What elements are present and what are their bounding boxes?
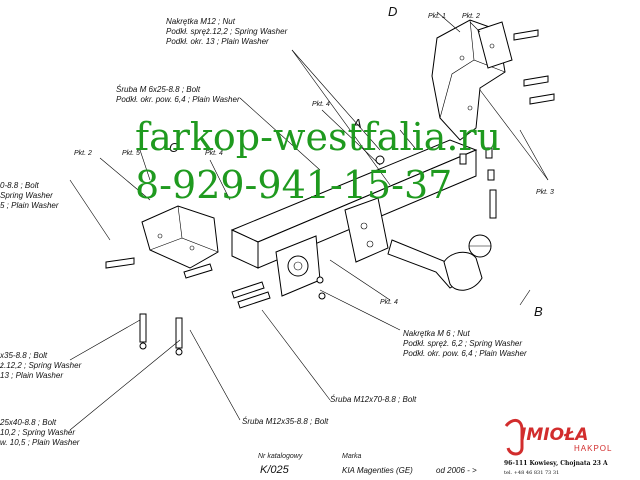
label-line: Podkł. okr. pow. 6,4 ; Plain Washer xyxy=(403,349,527,358)
label-line: 5 ; Plain Washer xyxy=(0,201,59,210)
label-bolt-m6: Śruba M 6x25-8.8 ; Bolt Podkł. okr. pow.… xyxy=(116,85,240,104)
label-pkt4-bottom: Pkt. 4 xyxy=(380,299,398,306)
catalog-caption: Nr katalogowy xyxy=(258,453,303,460)
company-logo: IMIOŁA xyxy=(520,425,588,445)
hook-logo-icon xyxy=(504,419,524,456)
label-line: Podkł. spręż. 6,2 ; Spring Washer xyxy=(403,339,522,348)
label-pkt5: Pkt. 5 xyxy=(122,150,140,157)
label-bolt-m12x70: Śruba M12x70-8.8 ; Bolt xyxy=(330,395,417,404)
letter-c: C xyxy=(169,140,179,155)
label-pkt2-left: Pkt. 2 xyxy=(74,150,92,157)
marka-caption: Marka xyxy=(342,453,362,460)
label-pkt4-left: Pkt. 4 xyxy=(205,150,223,157)
company-phone: tel. +48 46 831 73 31 xyxy=(504,470,559,476)
watermark-site: farkop-westfalia.ru xyxy=(135,115,501,159)
label-line: Podkł. okr. 13 ; Plain Washer xyxy=(166,37,269,46)
drawing xyxy=(69,11,555,431)
label-line: x35-8.8 ; Bolt xyxy=(0,351,48,360)
footer: Nr katalogowy K/025 Marka KIA Magenties … xyxy=(258,453,477,476)
watermark-phone: 8-929-941-15-37 xyxy=(135,163,452,207)
tow-ball-b xyxy=(387,234,492,291)
label-left-top: 0-8.8 ; Bolt Spring Washer 5 ; Plain Was… xyxy=(0,181,59,210)
label-line: Śruba M 6x25-8.8 ; Bolt xyxy=(116,85,201,94)
label-line: 0-8.8 ; Bolt xyxy=(0,181,39,190)
vehicle-model: KIA Magenties (GE) xyxy=(342,466,413,475)
label-line: 10,2 ; Spring Washer xyxy=(0,428,75,437)
bolts-right xyxy=(459,29,555,219)
label-line: Nakrętka M12 ; Nut xyxy=(166,17,236,26)
label-left-bot: 25x40-8.8 ; Bolt 10,2 ; Spring Washer w.… xyxy=(0,418,80,447)
letter-d: D xyxy=(388,4,397,19)
label-pkt4-top: Pkt. 4 xyxy=(312,101,330,108)
mount-plate-a xyxy=(344,197,389,263)
label-bolt-m12x35: Śruba M12x35-8.8 ; Bolt xyxy=(242,417,329,426)
label-line: 13 ; Plain Washer xyxy=(0,371,63,380)
company-block: IMIOŁA HAKPOL 96-111 Kowiesy, Chojnata 2… xyxy=(504,419,612,476)
label-pkt3: Pkt. 3 xyxy=(536,189,554,196)
label-line: w. 10,5 ; Plain Washer xyxy=(0,438,80,447)
label-line: Podkł. okr. pow. 6,4 ; Plain Washer xyxy=(116,95,240,104)
vehicle-years: od 2006 - > xyxy=(436,466,477,475)
socket-plate xyxy=(275,235,321,297)
label-line: Spring Washer xyxy=(0,191,53,200)
company-address: 96-111 Kowiesy, Chojnata 23 A xyxy=(504,460,608,467)
label-line: 25x40-8.8 ; Bolt xyxy=(0,418,57,427)
leader-lines xyxy=(69,11,549,431)
letter-b: B xyxy=(534,304,543,319)
label-line: Nakrętka M 6 ; Nut xyxy=(403,329,470,338)
label-pkt1: Pkt. 1 xyxy=(428,13,446,20)
catalog-number: K/025 xyxy=(260,464,290,476)
label-pkt2-right: Pkt. 2 xyxy=(462,13,480,20)
bracket-d xyxy=(431,19,513,141)
label-line: Podkł. spręż.12,2 ; Spring Washer xyxy=(166,27,288,36)
label-left-mid: x35-8.8 ; Bolt ż.12,2 ; Spring Washer 13… xyxy=(0,351,82,380)
bolts-left xyxy=(105,155,385,356)
bracket-c xyxy=(141,205,219,269)
label-nut-m6: Nakrętka M 6 ; Nut Podkł. spręż. 6,2 ; S… xyxy=(403,329,527,358)
letter-a: A xyxy=(352,116,362,131)
label-nut-m12: Nakrętka M12 ; Nut Podkł. spręż.12,2 ; S… xyxy=(166,17,288,46)
company-logo-sub: HAKPOL xyxy=(574,444,612,453)
label-line: ż.12,2 ; Spring Washer xyxy=(0,361,82,370)
